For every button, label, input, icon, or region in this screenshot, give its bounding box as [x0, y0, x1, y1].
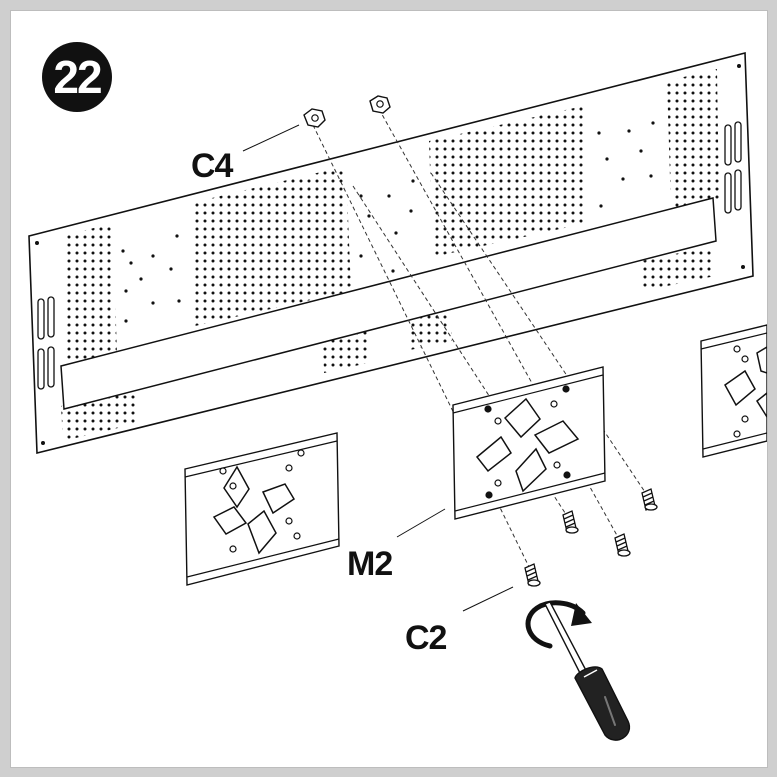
bracket-left — [184, 432, 340, 586]
perforation-fields — [61, 69, 719, 441]
sparse-holes — [121, 121, 655, 323]
screws-c2 — [524, 488, 658, 587]
label-m2: M2 — [347, 545, 393, 583]
step-number-badge: 22 — [42, 42, 112, 112]
assembly-diagram — [28, 51, 767, 741]
bracket-center — [452, 366, 606, 520]
screw-2 — [562, 510, 579, 534]
bracket-right-partial — [700, 324, 767, 458]
leader-lines — [242, 124, 514, 612]
hex-nut-c4-right — [369, 95, 391, 114]
clockwise-rotate-arrow-icon — [525, 600, 592, 649]
screw-3 — [614, 533, 631, 557]
instruction-frame: 22 C4 M2 C2 — [10, 10, 768, 768]
screw-4 — [524, 563, 541, 587]
panel-slots — [37, 121, 742, 390]
screwdriver-icon — [544, 601, 631, 741]
panel-cutout — [60, 197, 717, 410]
back-panel — [28, 51, 754, 455]
hex-nut-c4-left — [303, 108, 326, 128]
label-c4: C4 — [191, 147, 233, 185]
screw-1 — [641, 488, 658, 511]
label-c2: C2 — [405, 619, 447, 657]
